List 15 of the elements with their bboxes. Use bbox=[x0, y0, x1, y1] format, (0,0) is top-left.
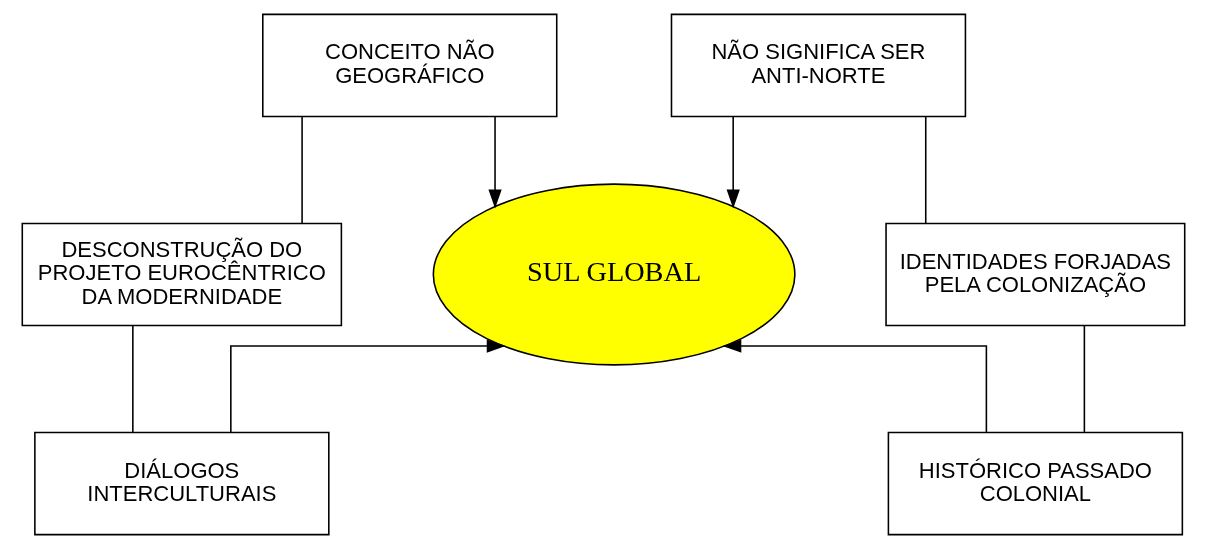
node-box: IDENTIDADES FORJADAS PELA COLONIZAÇÃO bbox=[884, 222, 1185, 327]
node-box: HISTÓRICO PASSADO COLONIAL bbox=[887, 431, 1183, 536]
connector bbox=[924, 115, 927, 224]
arrow bbox=[487, 115, 502, 209]
node-box: DESCONSTRUÇÃO DO PROJETO EUROCÊNTRICO DA MODERNIDADE bbox=[21, 222, 342, 327]
arrow bbox=[229, 339, 506, 434]
node-box: CONCEITO NÃO GEOGRÁFICO bbox=[261, 13, 558, 118]
node-box: DIÁLOGOS INTERCULTURAIS bbox=[33, 431, 330, 536]
node-box: NÃO SIGNIFICA SER ANTI-NORTE bbox=[670, 13, 966, 118]
node-ellipse: SUL GLOBAL bbox=[432, 183, 796, 366]
arrow bbox=[721, 339, 987, 434]
connector bbox=[131, 324, 134, 433]
connector bbox=[300, 115, 303, 224]
arrow bbox=[726, 115, 740, 209]
connector bbox=[1083, 324, 1085, 433]
